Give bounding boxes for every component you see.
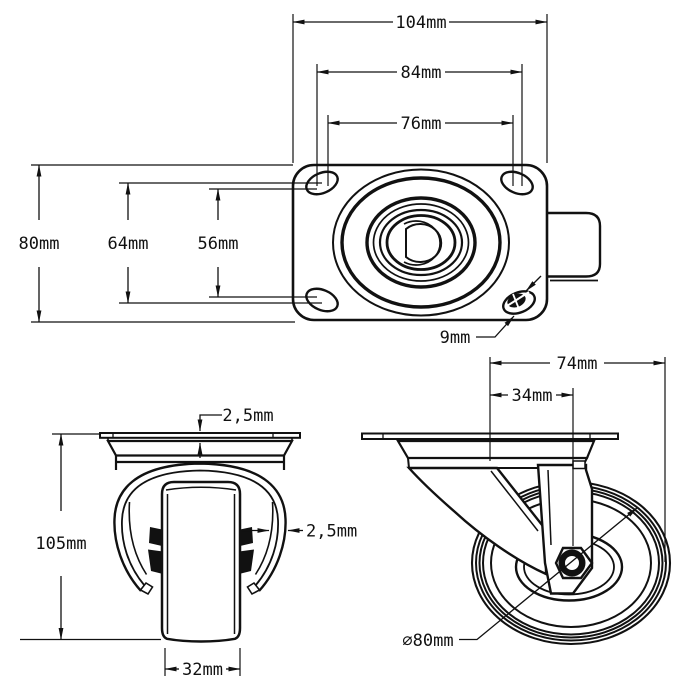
dim-label-84mm: 84mm [401, 63, 442, 83]
dim-label-34mm: 34mm [512, 386, 553, 406]
bolt-slots [305, 170, 536, 315]
side-view: 74mm 34mm ⌀80mm [361, 354, 672, 651]
dim-overall-length: 74mm [489, 354, 666, 562]
dim-axle-offset: 34mm [489, 386, 574, 546]
kingpin-bore-outer-arc [403, 220, 441, 266]
dim-label-64mm: 64mm [108, 234, 149, 254]
fork-leg-tab [572, 460, 586, 470]
dim-plate-thickness: 2,5mm [197, 406, 274, 458]
dim-label-2.5mm-fork: 2,5mm [306, 522, 357, 542]
dim-label-104mm: 104mm [395, 13, 446, 33]
dim-overall-depth: 80mm [19, 164, 295, 323]
bolt-slot-bottom-right [502, 290, 536, 315]
dim-label-80mm: 80mm [19, 234, 60, 254]
dim-label-74mm: 74mm [557, 354, 598, 374]
fork-foot-right [246, 581, 261, 596]
bolt-slot-top-right [500, 170, 534, 196]
dim-bolt-spacing-inner: 76mm [327, 114, 514, 186]
dim-label-d80mm: ⌀80mm [402, 631, 453, 651]
dim-slot-width: 9mm [440, 275, 542, 348]
dim-label-9mm: 9mm [440, 328, 471, 348]
axle-hardware-front [148, 527, 254, 574]
fork-inner-contour [121, 469, 279, 587]
wheel-front [160, 480, 242, 643]
dim-overall-width: 104mm [292, 13, 548, 163]
kingpin-bore [405, 223, 443, 263]
fork-rear-leg [406, 466, 548, 576]
front-plate [99, 432, 301, 439]
dim-label-2.5mm-plate: 2,5mm [222, 406, 273, 426]
dim-overall-height: 105mm [20, 433, 161, 641]
dim-fork-thickness: 2,5mm [242, 522, 357, 542]
fork-foot-left [139, 581, 154, 596]
dim-wheel-width: 32mm [164, 648, 241, 680]
dim-bolt-depth-inner: 56mm [198, 188, 317, 298]
fork-front [113, 462, 287, 596]
dim-wheel-diameter: ⌀80mm [402, 506, 638, 651]
dim-bolt-depth-outer: 64mm [108, 182, 322, 304]
swivel-bearing-rings [332, 168, 510, 317]
dim-label-32mm: 32mm [182, 660, 223, 680]
bolt-slot-bottom-left [305, 287, 339, 313]
dim-label-56mm: 56mm [198, 234, 239, 254]
top-view: 104mm 84mm 76mm 80mm [19, 13, 602, 348]
swivel-housing-upper [396, 439, 596, 460]
dim-label-76mm: 76mm [401, 114, 442, 134]
dim-bolt-spacing-outer: 84mm [316, 63, 523, 186]
fork-outer-contour [113, 462, 287, 592]
front-view: 2,5mm 105mm 2,5mm 32mm [20, 406, 357, 680]
mounting-plate-outline [291, 163, 549, 322]
dim-label-105mm: 105mm [35, 534, 86, 554]
wheel-top-stub [548, 211, 602, 278]
